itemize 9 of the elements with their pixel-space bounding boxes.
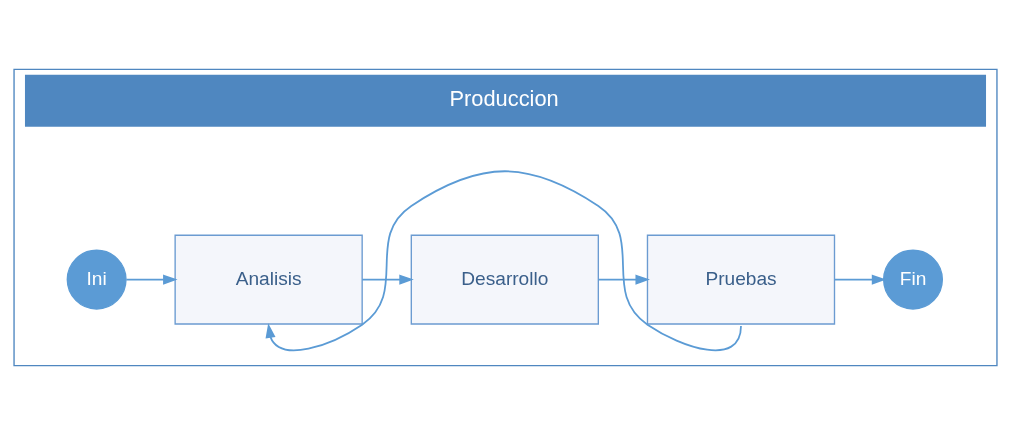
node-circle: Ini [66,249,127,310]
arrow [597,274,650,285]
node-box: Desarrollo [410,234,599,325]
arrow [361,274,414,285]
node-circle: Fin [882,249,944,310]
arrow [125,274,178,285]
arrow [265,169,742,351]
node-box: Pruebas [646,234,836,325]
node-box: Analisis [174,234,363,325]
